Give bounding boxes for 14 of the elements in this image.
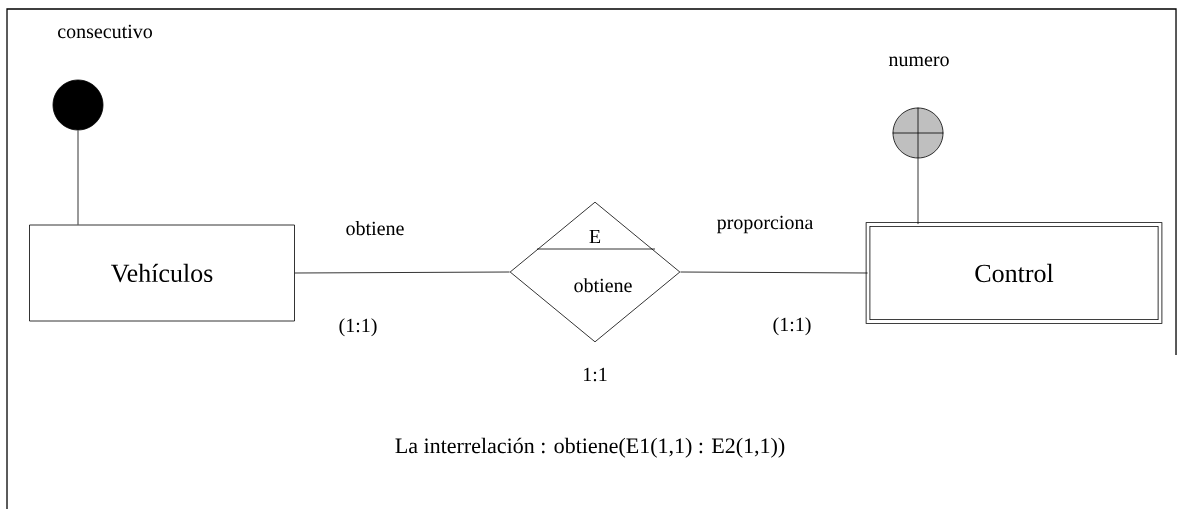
cardinality-label: (1:1) [339,318,377,337]
weak-entity-box: Control [865,222,1163,324]
attribute-label: consecutivo [58,24,152,39]
cardinality-label: (1:1) [773,317,811,336]
connector-line [77,130,79,225]
connector-line [917,158,919,225]
connector-line [294,271,510,274]
edge-label: proporciona [715,214,815,235]
cardinality-label: 1:1 [584,367,607,382]
attribute-label: numero [888,56,949,67]
connector-line [680,271,868,274]
caption: La interrelación : obtiene(E1(1,1) : E2(1,1)) [395,437,785,458]
entity-box: Vehículos [29,224,295,322]
edge-label: obtiene [344,220,406,237]
